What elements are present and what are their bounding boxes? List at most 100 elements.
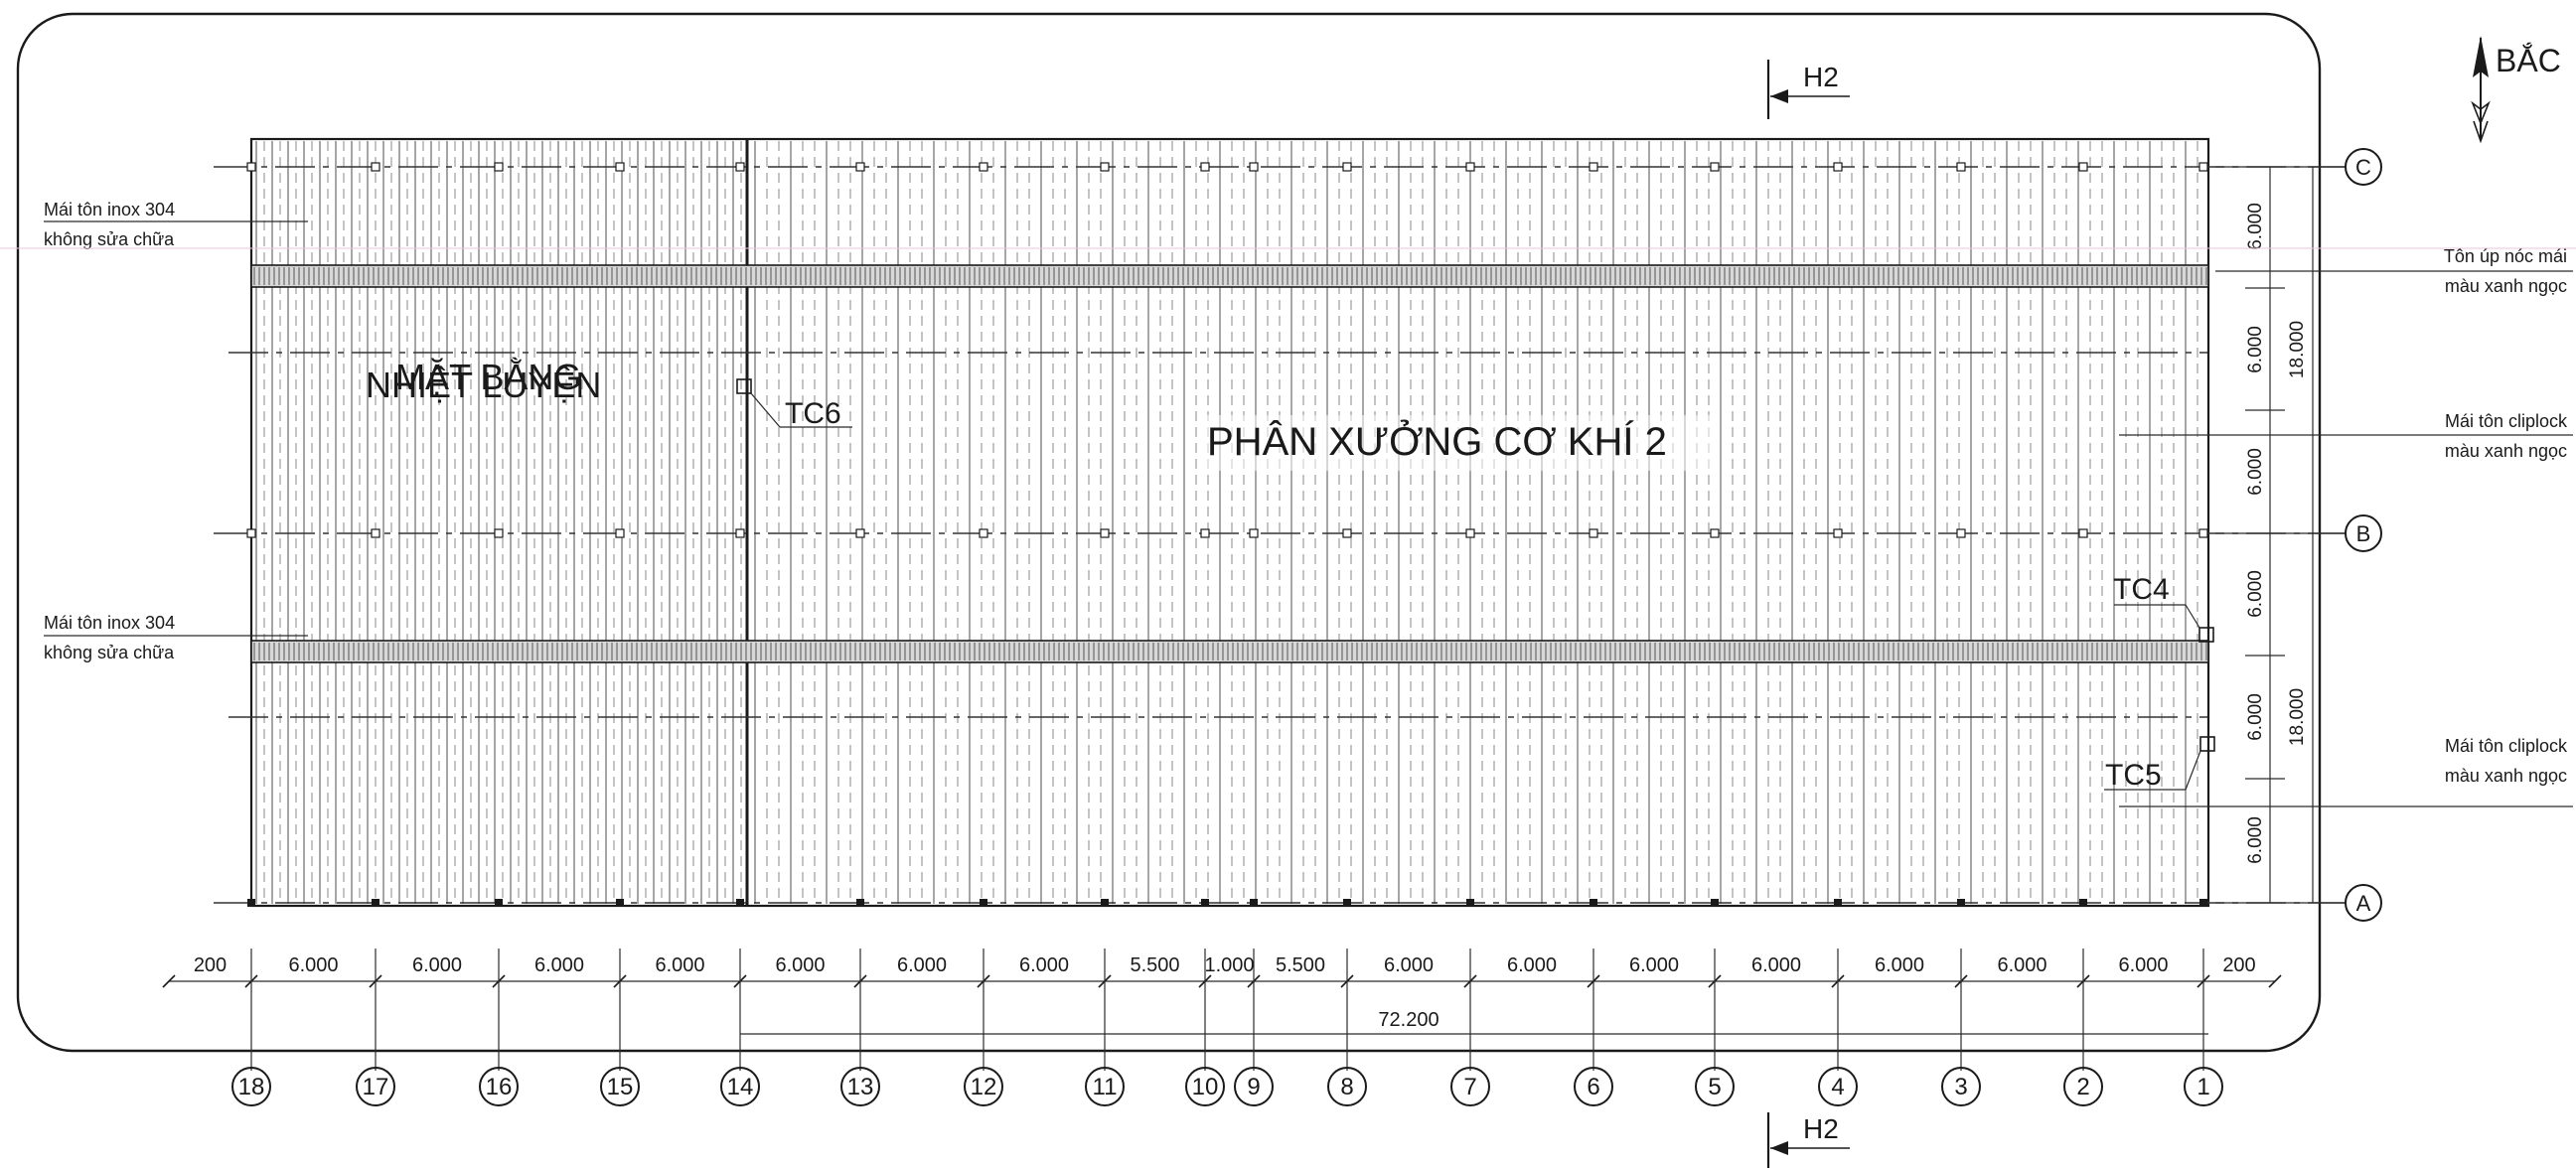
tag-tc5-label: TC5 [2105,759,2162,792]
column-marker-top [615,162,625,172]
tag-tc4-label: TC4 [2113,573,2170,606]
column-marker-top [1833,162,1843,172]
column-marker-bottom [495,899,503,907]
dimension-label: 6.000 [1507,954,1557,976]
dimension-label: 6.000 [534,954,584,976]
column-axis-label: 8 [1340,1074,1353,1100]
column-axis-bubble [840,1067,880,1106]
column-marker-bottom [1250,899,1258,907]
column-axis-label: 14 [727,1074,754,1100]
column-marker-bottom [1201,899,1209,907]
column-marker-top [1956,162,1966,172]
ridge-cap-bottom [250,640,2209,663]
tag-tc5: TC5 [2104,736,2215,792]
tag-tc6-label: TC6 [785,397,841,430]
column-axis-label: 10 [1192,1074,1219,1100]
dimension-tick [162,974,176,988]
column-axis-bubble [2184,1067,2223,1106]
column-axis-label: 7 [1463,1074,1476,1100]
dim-right-2: 6.000 [2245,326,2266,373]
column-marker-mid [1100,528,1110,538]
dimension-label: 6.000 [1384,954,1434,976]
dimension-label: 6.000 [775,954,825,976]
column-marker-bottom [1957,899,1965,907]
dimension-label: 6.000 [1751,954,1801,976]
column-marker-bottom [372,899,379,907]
column-axis-bubble [1574,1067,1613,1106]
note-right-mid-line1: Mái tôn cliplock [2445,411,2568,431]
column-marker-mid [979,528,988,538]
column-marker-mid [735,528,745,538]
note-left-bottom-line2: không sửa chữa [44,643,175,662]
note-right-mid: Mái tôn cliplock màu xanh ngọc [2119,411,2573,461]
column-axis-label: 4 [1831,1074,1844,1100]
column-axis-bubble [479,1067,519,1106]
row-axis-label-C: C [2355,155,2371,180]
heat-zone-border [250,138,748,907]
column-axis-bubble [1185,1067,1225,1106]
workshop-title-text: PHÂN XƯỞNG CƠ KHÍ 2 [1207,418,1667,464]
column-marker-mid [1249,528,1259,538]
section-marker-top: H2 [1766,60,1850,119]
building-outline [249,137,2210,908]
bottom-dimension-chain [162,974,2282,988]
column-marker-bottom [1343,899,1351,907]
dim-right-total-1: 18.000 [2287,321,2308,378]
dimension-label: 200 [2222,954,2255,976]
dimension-label: 5.500 [1130,954,1179,976]
column-marker-mid [615,528,625,538]
section-label-top: H2 [1803,62,1839,92]
note-right-mid-line2: màu xanh ngọc [2445,441,2567,461]
column-marker-mid [494,528,504,538]
tag-tc6: TC6 [736,378,852,430]
column-marker-bottom [1590,899,1597,907]
dimension-label: 6.000 [1629,954,1679,976]
column-marker-top [1589,162,1598,172]
column-marker-bottom [1101,899,1109,907]
column-axis-label: 5 [1708,1074,1721,1100]
dim-right-5: 6.000 [2245,693,2266,741]
column-marker-top [2198,162,2208,172]
dimension-label: 6.000 [897,954,947,976]
note-right-low-line2: màu xanh ngọc [2445,766,2567,786]
section-label-bottom: H2 [1803,1113,1839,1144]
column-marker-mid [1465,528,1475,538]
column-axis-label: 16 [486,1074,513,1100]
column-axis-bubble [1818,1067,1858,1106]
dimension-label: 6.000 [2118,954,2168,976]
column-marker-mid [246,528,256,538]
column-axis-label: 17 [363,1074,389,1100]
column-marker-bottom [1834,899,1842,907]
dimension-label: 200 [194,954,227,976]
column-axis-bubble [964,1067,1003,1106]
column-marker-bottom [616,899,624,907]
column-marker-mid [2078,528,2088,538]
dim-right-6: 6.000 [2245,816,2266,864]
column-marker-mid [1342,528,1352,538]
column-marker-top [1100,162,1110,172]
workshop-roof [754,141,2198,904]
column-marker-top [1465,162,1475,172]
column-axis-bubble [720,1067,760,1106]
north-arrow: BẮC [2471,36,2561,144]
ridge-cap-top [250,264,2209,288]
column-marker-bottom [1466,899,1474,907]
heat-title-line2-visible: NHIỆT LUYỆN [366,365,601,405]
column-axis-bubble [1695,1067,1735,1106]
section-marker-bottom: H2 [1766,1112,1850,1168]
row-axis-label-B: B [2356,521,2371,546]
note-left-top: Mái tôn inox 304 không sửa chữa [44,200,308,249]
column-marker-top [1710,162,1720,172]
dim-right-total-2: 18.000 [2287,688,2308,746]
column-marker-mid [371,528,380,538]
column-axis-label: 9 [1247,1074,1260,1100]
column-marker-mid [1956,528,1966,538]
column-axis-label: 6 [1587,1074,1599,1100]
row-axis-A: A [2345,884,2382,922]
note-right-low: Mái tôn cliplock màu xanh ngọc [2119,736,2573,807]
column-axis-label: 3 [1954,1074,1967,1100]
right-dimensions: 6.000 6.000 6.000 6.000 6.000 6.000 18.0… [2215,166,2345,904]
column-axis-label: 13 [847,1074,874,1100]
